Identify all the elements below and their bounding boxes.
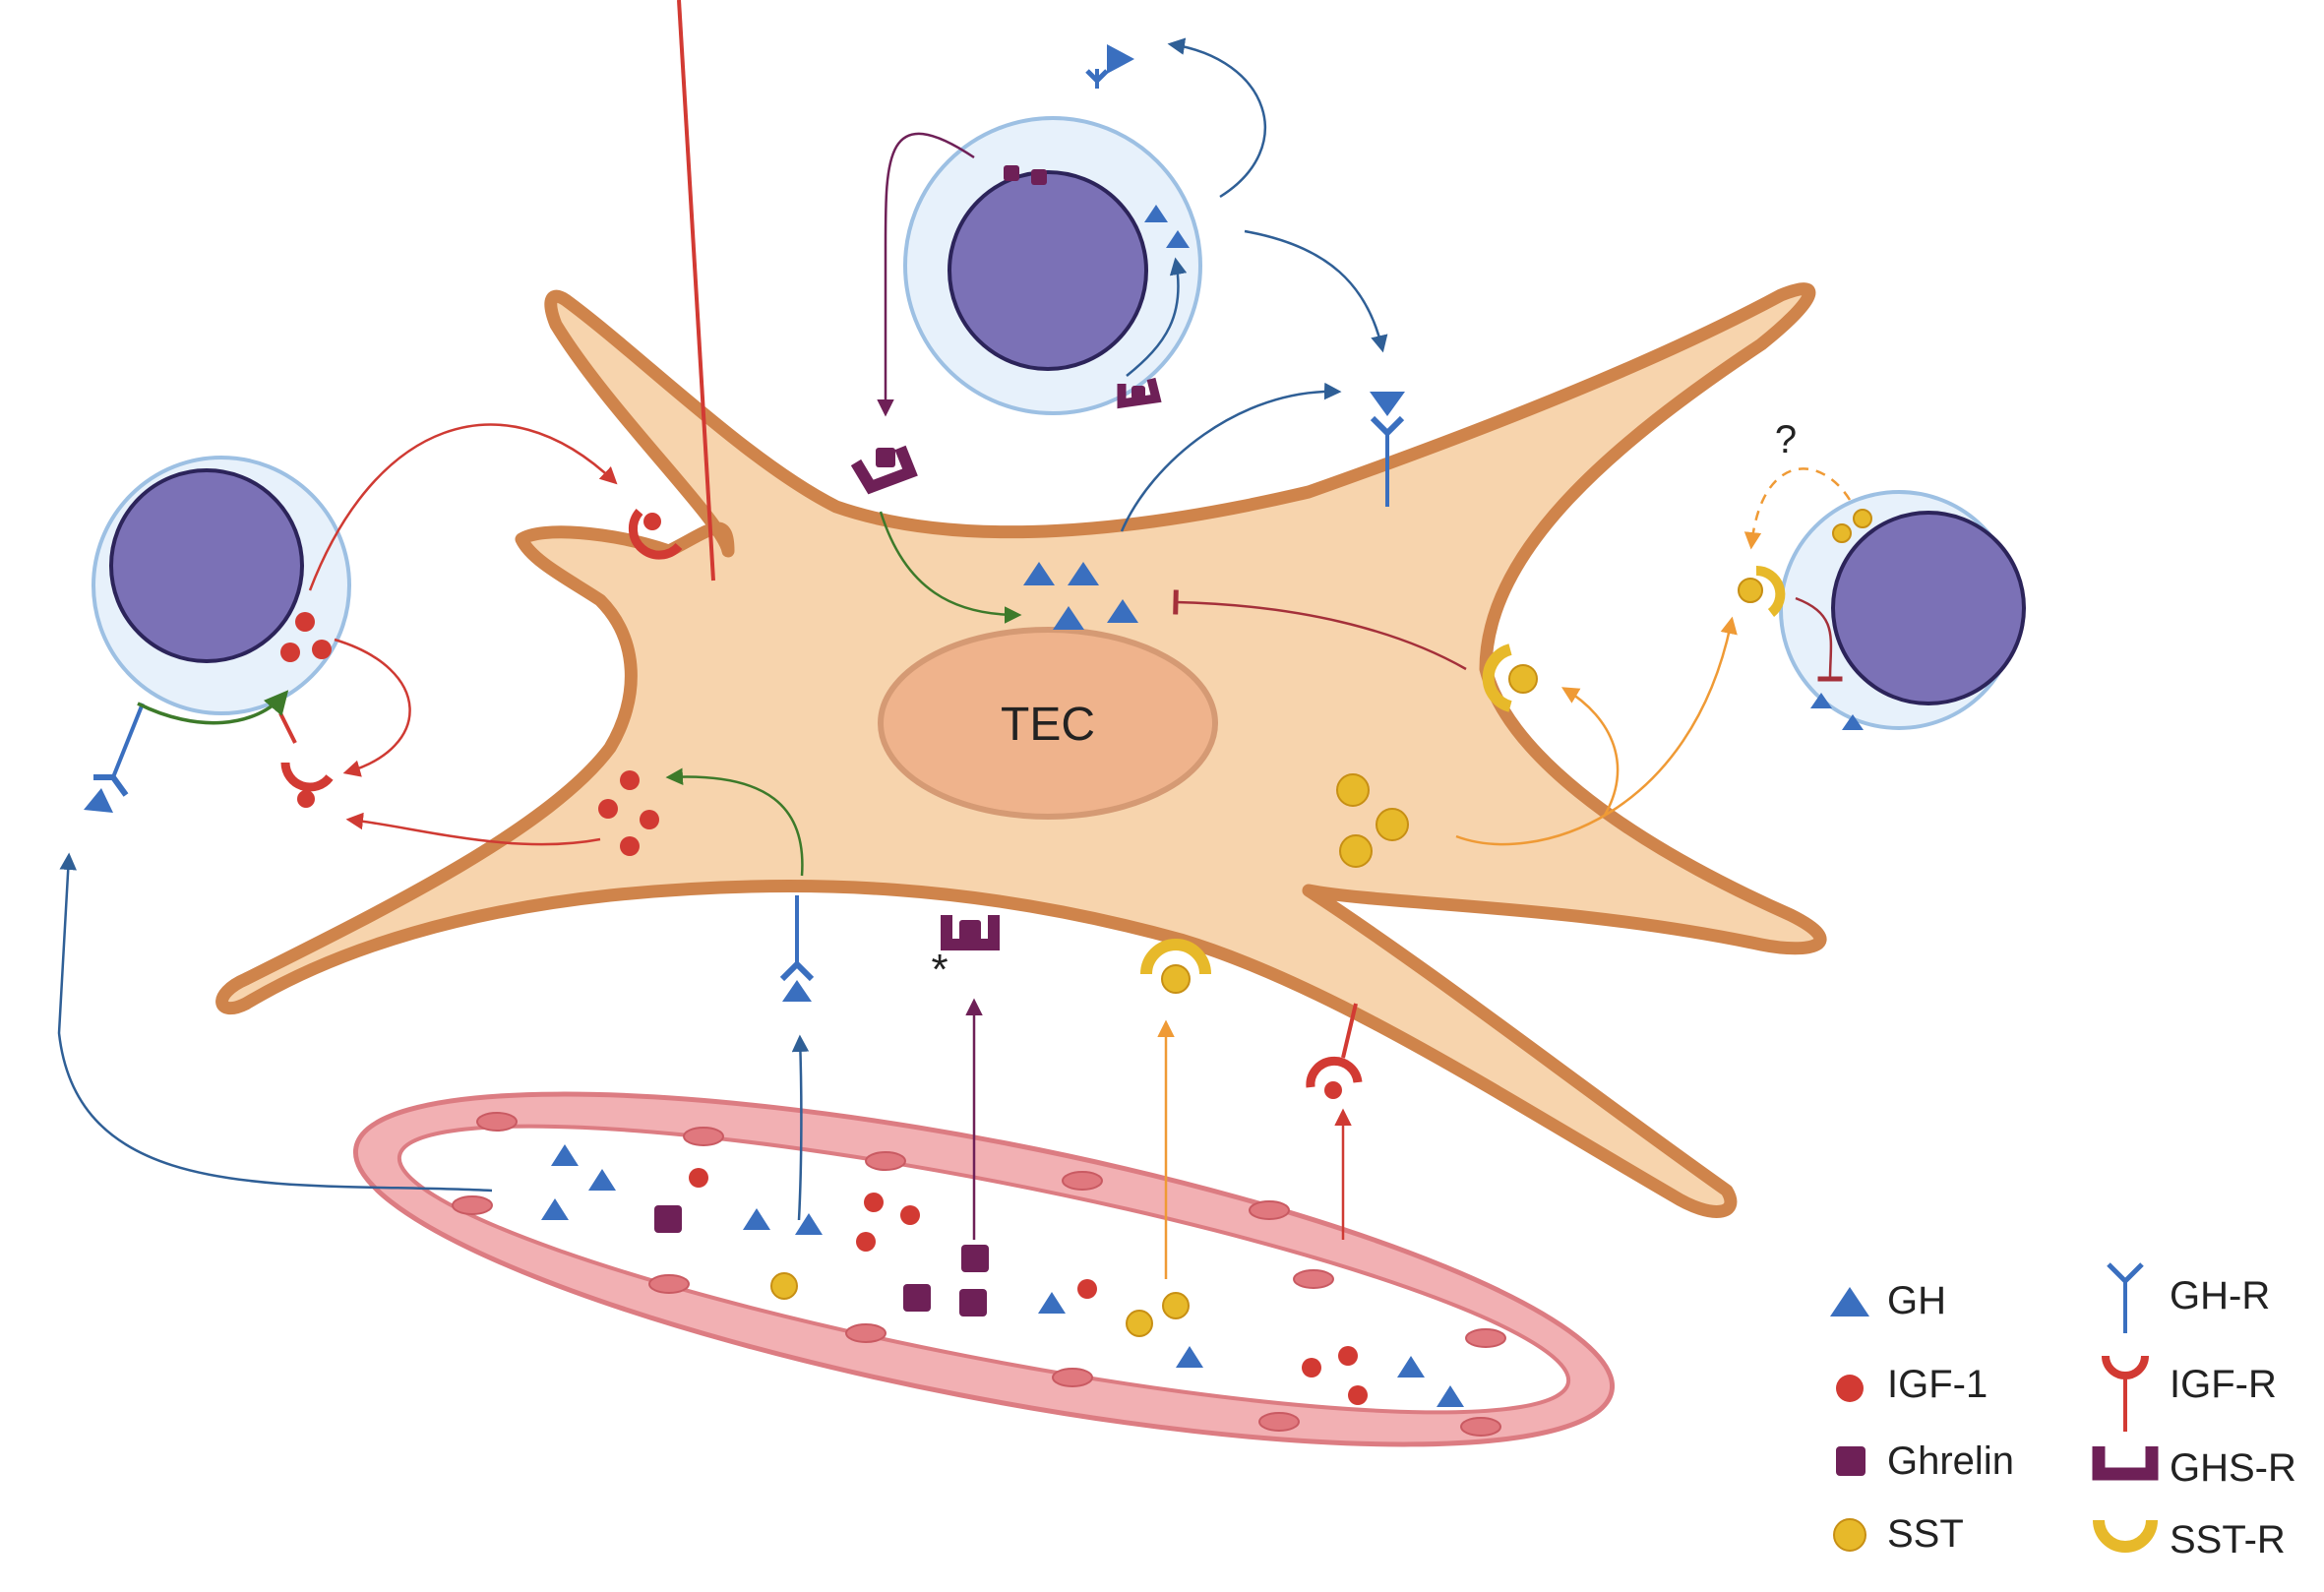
legend-sst-r-icon (2093, 1519, 2158, 1553)
legend-ghrelin-label: Ghrelin (1887, 1439, 2014, 1483)
thymocyte-top (903, 116, 1202, 415)
tec-igf-molecules (598, 770, 659, 856)
gh-receptor-tec-top (1370, 392, 1405, 507)
legend-igf-icon (1836, 1375, 1864, 1402)
tec-label: TEC (1001, 699, 1095, 751)
gh-receptor-tec-bottom (779, 895, 815, 1002)
tec-nucleus (878, 627, 1218, 820)
sst-receptor-tec-right (1482, 643, 1538, 712)
vessel-igf-molecules (689, 1168, 1368, 1405)
ghs-receptor-tec-bottom (941, 915, 1000, 950)
thymocyte-top-ghrelin (1004, 165, 1047, 185)
legend-sst-icon (1833, 1518, 1866, 1552)
legend-gh-r-label: GH-R (2170, 1274, 2270, 1317)
igf-receptor-thymocyte-left (278, 712, 334, 808)
unknown-marker: ? (1775, 418, 1797, 461)
thymocyte-right-gh (1810, 693, 1864, 730)
legend-gh-r-icon (2107, 1262, 2144, 1333)
legend-ghs-r-icon (2092, 1446, 2159, 1481)
thymocyte-right (1779, 490, 2026, 730)
gh-receptor-free-top (1085, 44, 1134, 89)
vessel-ghrelin-molecules (654, 1205, 989, 1316)
legend-gh-icon (1830, 1287, 1869, 1316)
legend-sst-r-label: SST-R (2170, 1518, 2286, 1561)
legend-gh-label: GH (1887, 1279, 1946, 1322)
vessel-gh-molecules (541, 1144, 1464, 1407)
igf-receptor-tec-bottom (1306, 1003, 1363, 1099)
sst-receptor-thymocyte-right (1738, 565, 1786, 617)
legend-igf-r-icon (2102, 1355, 2149, 1432)
tec-sst-molecules (1336, 773, 1409, 868)
thymocyte-right-sst (1832, 509, 1872, 543)
legend-igf-label: IGF-1 (1887, 1363, 1988, 1406)
signaling-arrows (57, 37, 1852, 1279)
tec-gh-molecules (1023, 562, 1138, 630)
ghs-receptor-thymocyte-top (1117, 377, 1162, 409)
asterisk-label: * (931, 946, 948, 994)
legend-ghs-r-label: GHS-R (2170, 1446, 2296, 1490)
legend-igf-r-label: IGF-R (2170, 1363, 2277, 1406)
gh-receptor-thymocyte-left (84, 703, 145, 813)
thymocyte-left-igf (280, 612, 332, 662)
igf-receptor-tec-left-arm (628, 0, 715, 582)
legend: GH IGF-1 Ghrelin SST GH-R IGF-R GHS-R SS… (1830, 1262, 2296, 1561)
ghs-receptor-tec-top (850, 445, 918, 495)
legend-sst-label: SST (1887, 1512, 1964, 1556)
vessel-sst-molecules (770, 1272, 1190, 1337)
thymocyte-top-gh (1144, 205, 1190, 248)
legend-ghrelin-icon (1836, 1446, 1865, 1476)
sst-receptor-tec-bottom (1140, 939, 1211, 994)
